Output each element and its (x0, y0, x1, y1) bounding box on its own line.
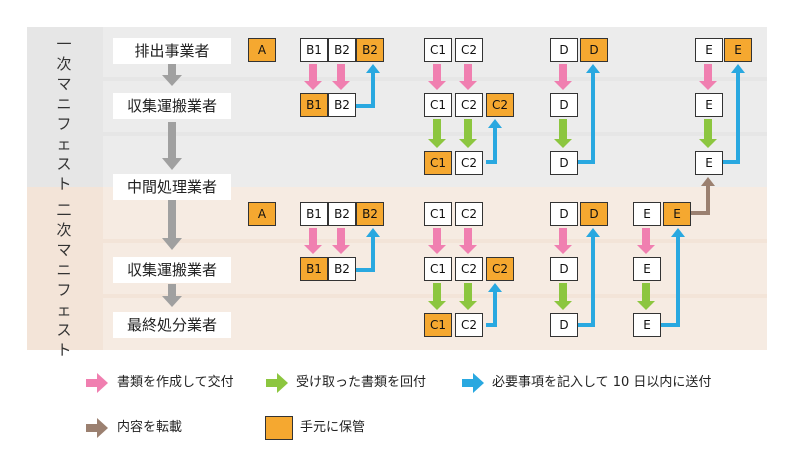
legend-brown-text: 内容を転載 (117, 420, 183, 435)
copy-a: A (248, 38, 276, 62)
copy-b2: B2 (356, 38, 384, 62)
pink-arrow (554, 228, 572, 254)
green-arrow (637, 283, 655, 310)
blue-arrow-b2 (356, 64, 380, 108)
copy-b2: B2 (328, 202, 356, 226)
green-arrow (699, 119, 717, 148)
copy-a: A (248, 202, 276, 226)
copy-e: E (724, 38, 752, 62)
copy-b2: B2 (328, 93, 356, 117)
green-arrow (459, 283, 477, 310)
copy-e: E (633, 202, 661, 226)
copy-b2: B2 (328, 257, 356, 281)
pink-arrow (699, 64, 717, 90)
copy-c1: C1 (424, 93, 452, 117)
legend-green-text: 受け取った書類を回付 (296, 375, 427, 390)
brown-arrow-transfer (691, 177, 715, 215)
copy-e: E (663, 202, 691, 226)
copy-d: D (580, 202, 608, 226)
pink-arrow (459, 228, 477, 254)
blue-arrow-d (578, 64, 600, 164)
copy-c2: C2 (455, 151, 483, 175)
copy-e: E (695, 151, 723, 175)
legend-pink-arrow (86, 373, 108, 393)
blue-arrow-c2 (486, 119, 502, 164)
pink-arrow (554, 64, 572, 90)
role-intermediate: 中間処理業者 (113, 174, 231, 200)
copy-c2: C2 (455, 313, 483, 337)
copy-b1: B1 (300, 257, 328, 281)
blue-arrow-b2 (356, 228, 380, 272)
pink-arrow (332, 64, 350, 90)
copy-d: D (550, 38, 578, 62)
legend-green-arrow (266, 373, 288, 393)
copy-c1: C1 (424, 151, 452, 175)
copy-d: D (550, 202, 578, 226)
copy-c2: C2 (486, 257, 514, 281)
role-final-disposal: 最終処分業者 (113, 312, 231, 338)
legend-blue-arrow (462, 373, 484, 393)
copy-c2: C2 (455, 202, 483, 226)
role-emitter: 排出事業者 (113, 38, 231, 64)
legend-keep-text: 手元に保管 (300, 420, 366, 435)
blue-arrow-c2 (486, 283, 502, 327)
blue-arrow-e (722, 64, 745, 164)
pink-arrow (304, 64, 322, 90)
primary-manifest-label: 一次マニフェスト (56, 35, 72, 193)
copy-e: E (695, 38, 723, 62)
copy-d: D (550, 93, 578, 117)
green-arrow (428, 119, 446, 148)
blue-arrow-d (578, 228, 600, 327)
copy-b1: B1 (300, 93, 328, 117)
green-arrow (459, 119, 477, 148)
copy-c1: C1 (424, 202, 452, 226)
pink-arrow (304, 228, 322, 254)
copy-c2: C2 (486, 93, 514, 117)
copy-b2: B2 (328, 38, 356, 62)
copy-d: D (580, 38, 608, 62)
pink-arrow (428, 64, 446, 90)
copy-d: D (550, 257, 578, 281)
copy-c1: C1 (424, 38, 452, 62)
legend-pink-text: 書類を作成して交付 (117, 375, 234, 390)
role-flow-arrows (162, 63, 182, 307)
pink-arrow (332, 228, 350, 254)
pink-arrow (428, 228, 446, 254)
copy-e: E (633, 257, 661, 281)
role-collector-primary: 収集運搬業者 (113, 93, 231, 119)
copy-e: E (695, 93, 723, 117)
copy-c2: C2 (455, 257, 483, 281)
legend-keep-swatch (265, 416, 293, 440)
legend-brown-arrow (86, 418, 108, 438)
legend-blue-text: 必要事項を記入して 10 日以内に送付 (492, 375, 712, 390)
pink-arrow (637, 228, 655, 254)
copy-d: D (550, 313, 578, 337)
copy-b2: B2 (356, 202, 384, 226)
green-arrow (554, 119, 572, 148)
blue-arrow-e (661, 228, 685, 327)
pink-arrow (459, 64, 477, 90)
green-arrow (428, 283, 446, 310)
role-collector-secondary: 収集運搬業者 (113, 257, 231, 283)
copy-c2: C2 (455, 38, 483, 62)
copy-b1: B1 (300, 202, 328, 226)
copy-d: D (550, 151, 578, 175)
copy-c1: C1 (424, 257, 452, 281)
copy-c1: C1 (424, 313, 452, 337)
copy-b1: B1 (300, 38, 328, 62)
secondary-manifest-label: 二次マニフェスト (56, 201, 72, 359)
copy-e: E (633, 313, 661, 337)
green-arrow (554, 283, 572, 310)
copy-c2: C2 (455, 93, 483, 117)
